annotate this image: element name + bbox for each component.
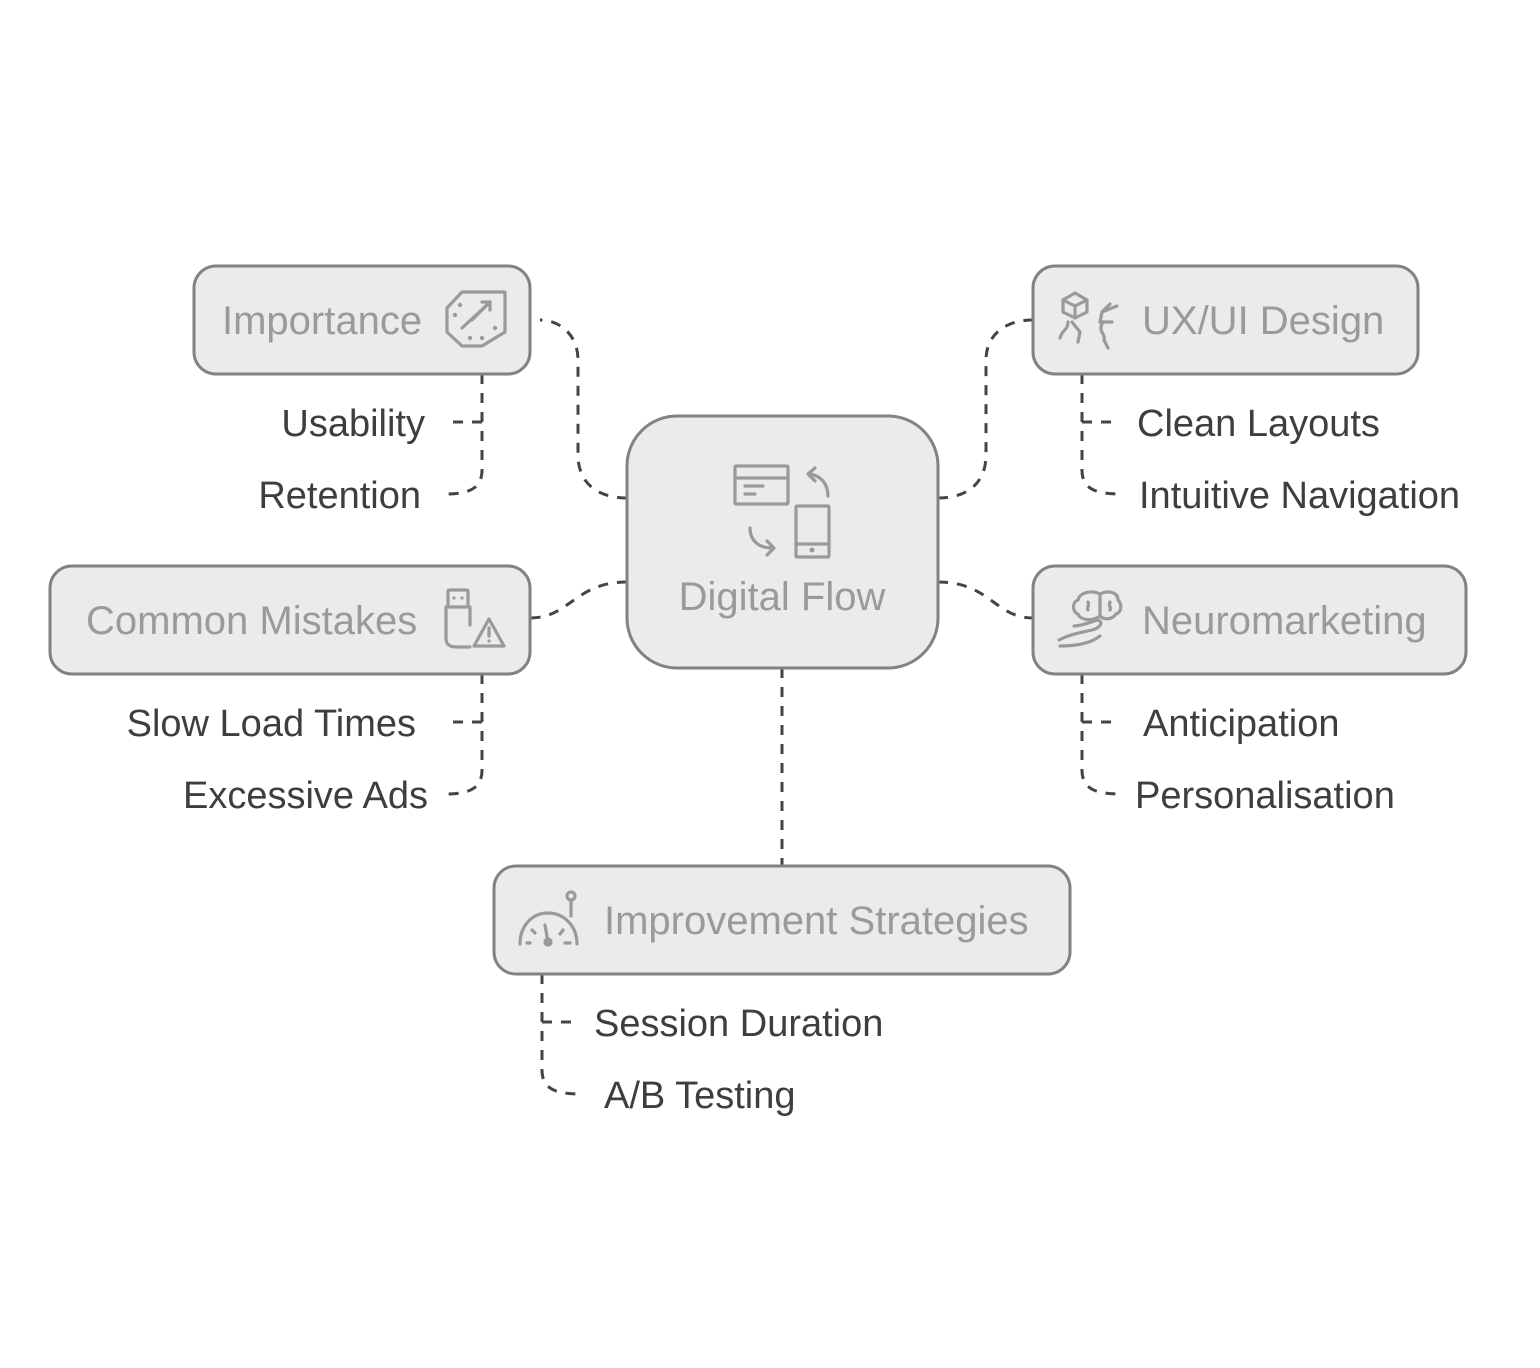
branch-node-improvement-strategies[interactable]: Improvement Strategies: [492, 864, 1072, 976]
leaf-slow-load-times: Slow Load Times: [127, 703, 416, 745]
branch-node-importance-label: Importance: [222, 299, 422, 343]
connector-improvement-leaves: [540, 974, 581, 1096]
device-sync-icon: [733, 464, 831, 559]
connector-importance-leaves: [444, 374, 484, 496]
connector-uxui-leaves: [1080, 374, 1121, 496]
leaf-intuitive-navigation: Intuitive Navigation: [1139, 475, 1460, 517]
branch-node-improvement-strategies-label: Improvement Strategies: [604, 899, 1029, 943]
branch-node-common-mistakes-label: Common Mistakes: [86, 599, 417, 643]
connector-center-importance: [539, 318, 628, 500]
branch-node-importance[interactable]: Importance: [192, 264, 532, 376]
center-node[interactable]: Digital Flow: [625, 414, 940, 670]
brain-hand-icon: [1057, 590, 1123, 648]
branch-node-neuromarketing[interactable]: Neuromarketing: [1031, 564, 1468, 676]
speedometer-icon: [518, 890, 579, 947]
connector-mistakes-leaves: [444, 674, 484, 796]
leaf-clean-layouts: Clean Layouts: [1137, 403, 1380, 445]
connector-center-neuromarketing: [937, 580, 1034, 620]
branch-node-uxui-design-label: UX/UI Design: [1142, 299, 1384, 343]
branch-node-uxui-design[interactable]: UX/UI Design: [1031, 264, 1420, 376]
circuit-arrow-icon: [445, 290, 507, 348]
connector-center-uxui: [937, 318, 1034, 500]
leaf-personalisation: Personalisation: [1135, 775, 1395, 817]
center-node-label: Digital Flow: [679, 575, 886, 619]
leaf-session-duration: Session Duration: [594, 1003, 883, 1045]
branch-node-neuromarketing-label: Neuromarketing: [1142, 599, 1427, 643]
leaf-usability: Usability: [281, 403, 425, 445]
leaf-excessive-ads: Excessive Ads: [183, 775, 428, 817]
leaf-ab-testing: A/B Testing: [604, 1075, 796, 1117]
branch-node-common-mistakes[interactable]: Common Mistakes: [48, 564, 532, 676]
people-design-icon: [1058, 291, 1119, 350]
usb-warning-icon: [444, 588, 506, 649]
leaf-anticipation: Anticipation: [1143, 703, 1339, 745]
connector-neuro-leaves: [1080, 674, 1121, 796]
leaf-retention: Retention: [258, 475, 421, 517]
connector-center-mistakes: [529, 580, 628, 620]
